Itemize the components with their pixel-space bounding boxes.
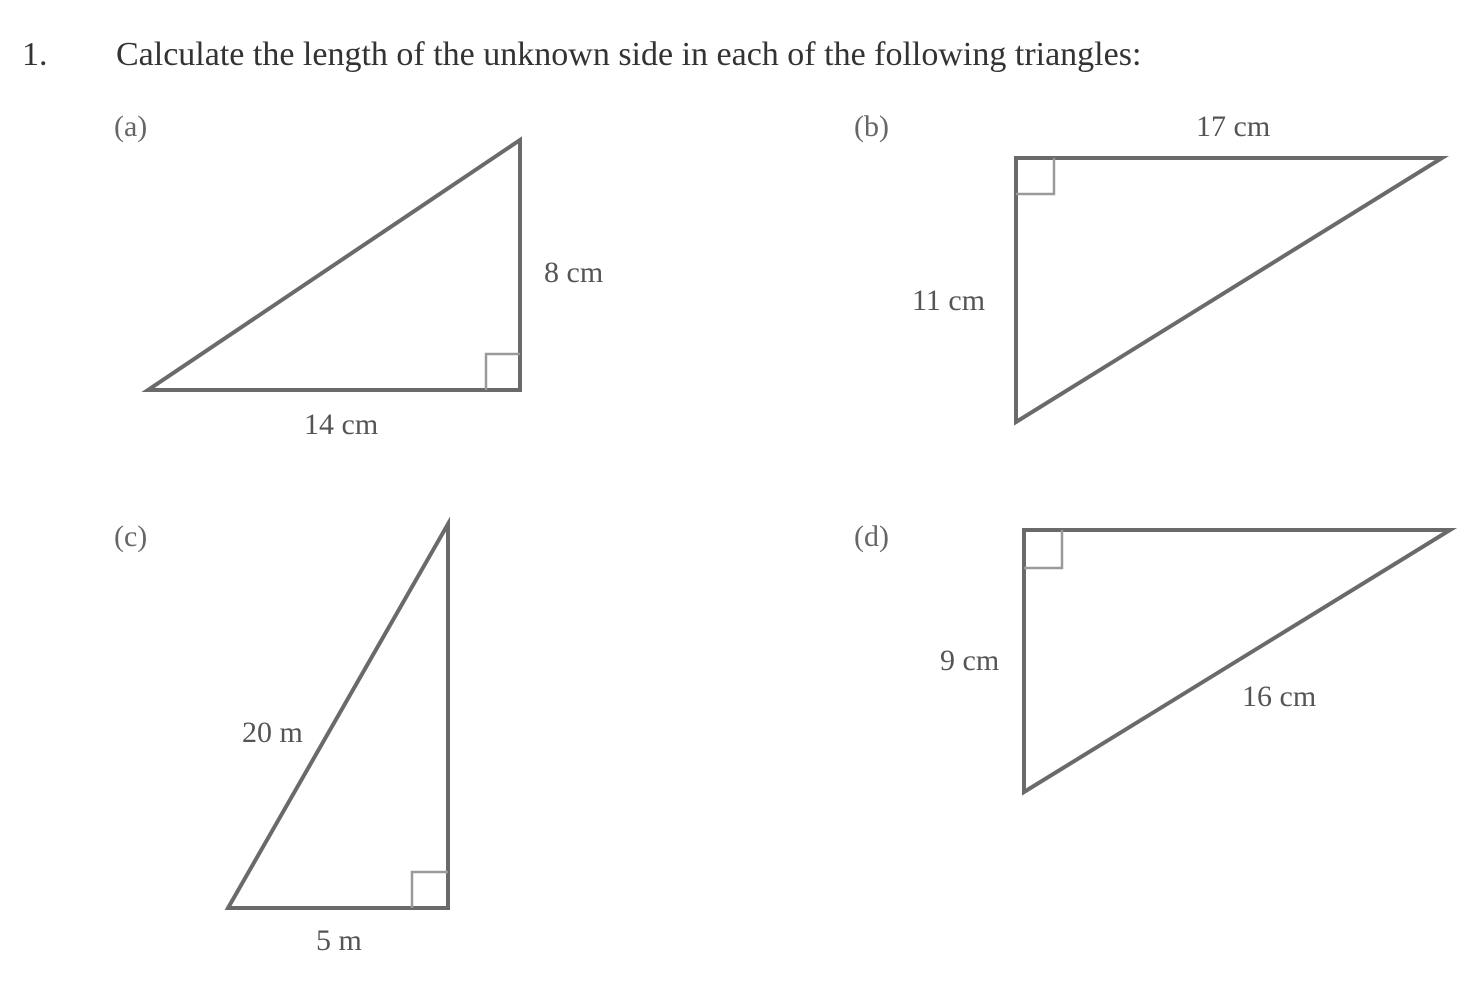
part-label-d: (d) bbox=[854, 520, 889, 553]
right-angle-marker-c bbox=[410, 870, 448, 908]
question-text: Calculate the length of the unknown side… bbox=[116, 36, 1142, 73]
side-label-a-base: 14 cm bbox=[304, 408, 378, 441]
triangle-a: (a) 8 cm 14 cm bbox=[114, 110, 603, 441]
side-label-d-hypotenuse: 16 cm bbox=[1242, 680, 1316, 713]
triangle-a-shape bbox=[141, 136, 522, 392]
side-label-d-vertical: 9 cm bbox=[940, 644, 999, 677]
right-angle-marker-a bbox=[484, 352, 520, 390]
side-label-b-vertical: 11 cm bbox=[912, 284, 985, 317]
side-label-b-top: 17 cm bbox=[1196, 110, 1270, 143]
right-angle-marker-d bbox=[1024, 530, 1064, 570]
triangle-b: (b) 17 cm 11 cm bbox=[854, 110, 1450, 426]
right-angle-marker-b bbox=[1016, 158, 1056, 196]
triangle-d-shape bbox=[1022, 528, 1458, 796]
side-label-a-vertical: 8 cm bbox=[544, 256, 603, 289]
side-label-c-base: 5 m bbox=[316, 924, 362, 957]
triangle-d: (d) 9 cm 16 cm bbox=[854, 520, 1458, 796]
question-number: 1. bbox=[22, 36, 48, 73]
part-label-b: (b) bbox=[854, 110, 889, 143]
triangle-b-shape bbox=[1014, 156, 1450, 426]
triangle-c: (c) 20 m 5 m bbox=[114, 516, 450, 957]
part-label-a: (a) bbox=[114, 110, 147, 143]
triangle-c-shape bbox=[224, 516, 450, 910]
side-label-c-hypotenuse: 20 m bbox=[242, 716, 303, 749]
part-label-c: (c) bbox=[114, 520, 147, 553]
